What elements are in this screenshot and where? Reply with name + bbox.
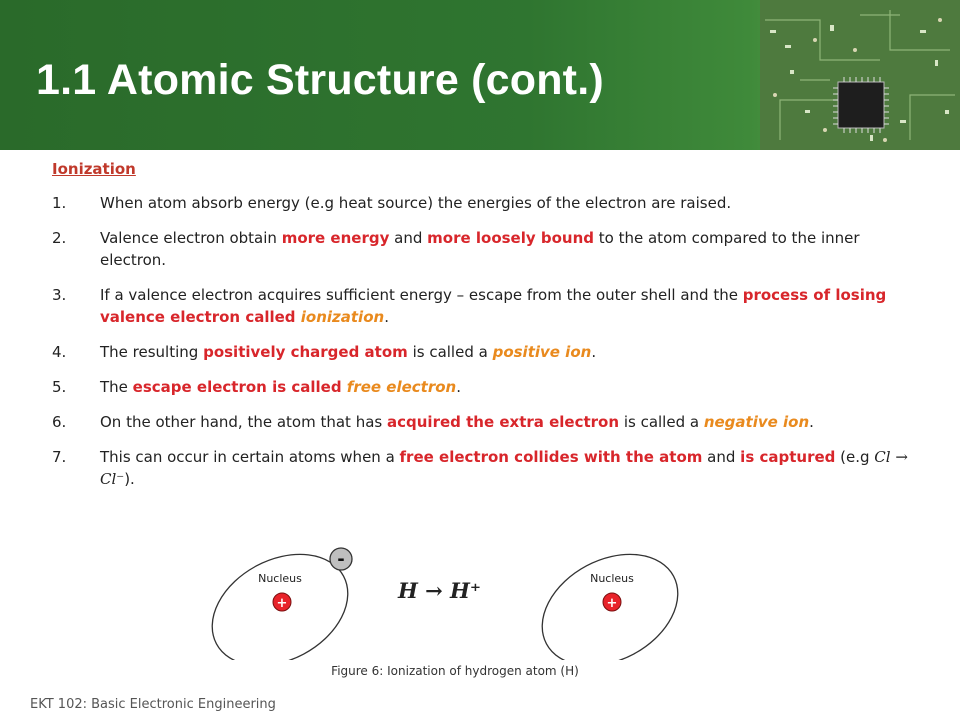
text-segment: is called a — [619, 413, 704, 431]
section-heading: Ionization — [52, 160, 136, 178]
list-item: 4.The resulting positively charged atom … — [52, 341, 912, 363]
ionization-equation: H → H⁺ — [398, 578, 481, 603]
text-segment: When atom absorb energy (e.g heat source… — [100, 194, 732, 212]
circuit-board-image — [760, 0, 960, 150]
list-item: 2. Valence electron obtain more energy an… — [52, 227, 912, 271]
text-segment: . — [591, 343, 597, 361]
list-number: 2. — [52, 229, 67, 247]
text-segment: On the other hand, the atom that has — [100, 413, 387, 431]
text-segment: The — [100, 378, 133, 396]
ionization-list: 1. When atom absorb energy (e.g heat sour… — [52, 192, 912, 490]
nucleus-label-right: Nucleus — [590, 572, 634, 585]
list-item: 6. On the other hand, the atom that has a… — [52, 411, 912, 433]
text-segment: ). — [124, 470, 135, 488]
text-segment: is called a — [407, 343, 493, 361]
highlighted-text: escape electron is called — [132, 378, 347, 396]
list-number: 3. — [52, 286, 67, 304]
text-segment: The resulting — [100, 343, 204, 361]
list-number: 5. — [52, 378, 67, 396]
highlighted-text: acquired the extra electron — [387, 413, 620, 431]
text-segment: Valence electron obtain — [100, 229, 282, 247]
nucleus-left — [272, 592, 292, 612]
highlighted-text: positive ion — [492, 343, 592, 361]
text-segment: (e.g — [835, 448, 875, 466]
nucleus-charge-right: + — [607, 596, 618, 611]
highlighted-text: process of losing valence electron calle… — [100, 286, 887, 326]
highlighted-text: free electron collides with the atom — [399, 448, 703, 466]
ionization-figure: Nucleus + - Nucleus + H → H⁺ Figure 6: I… — [200, 540, 710, 690]
text-segment: and — [389, 229, 428, 247]
highlighted-text: more loosely bound — [427, 229, 595, 247]
nucleus-charge-left: + — [277, 596, 288, 611]
text-segment: . — [456, 378, 462, 396]
slide-title: 1.1 Atomic Structure (cont.) — [36, 56, 604, 104]
list-number: 6. — [52, 413, 67, 431]
highlighted-text: more energy — [281, 229, 390, 247]
list-number: 1. — [52, 194, 67, 212]
slide-content: Ionization 1. When atom absorb energy (e.… — [52, 160, 912, 503]
nucleus-label-left: Nucleus — [258, 572, 302, 585]
text-segment: . — [384, 308, 389, 326]
text-segment: If a valence electron acquires sufficien… — [100, 286, 743, 304]
list-number: 7. — [52, 448, 67, 466]
highlighted-text: negative ion — [703, 413, 810, 431]
text-segment: This can occur in certain atoms when a — [100, 448, 400, 466]
electron-charge: - — [337, 549, 344, 570]
slide-header: 1.1 Atomic Structure (cont.) — [0, 0, 960, 150]
highlighted-text: free electron — [346, 378, 457, 396]
nucleus-right — [602, 592, 622, 612]
highlighted-text: ionization — [300, 308, 385, 326]
list-item: 5. The escape electron is called free ele… — [52, 376, 912, 398]
figure-caption: Figure 6: Ionization of hydrogen atom (H… — [331, 664, 579, 678]
highlighted-text: positively charged atom — [203, 343, 408, 361]
list-item: 1. When atom absorb energy (e.g heat sour… — [52, 192, 912, 214]
text-segment: and — [702, 448, 741, 466]
electron-orbit-right — [541, 553, 679, 667]
highlighted-text: is captured — [740, 448, 836, 466]
electron — [329, 547, 353, 571]
highlighted-text: Cl → Cl⁻ — [100, 448, 908, 488]
slide-footer: EKT 102: Basic Electronic Engineering — [30, 697, 276, 712]
text-segment: to the atom compared to the inner electr… — [100, 229, 860, 269]
atom-diagram: Nucleus + - Nucleus + — [211, 547, 679, 667]
list-item: 3. If a valence electron acquires suffici… — [52, 284, 912, 328]
list-item: 7. This can occur in certain atoms when a… — [52, 446, 912, 490]
list-number: 4. — [52, 343, 67, 361]
electron-orbit-left — [211, 553, 349, 667]
text-segment: . — [809, 413, 814, 431]
